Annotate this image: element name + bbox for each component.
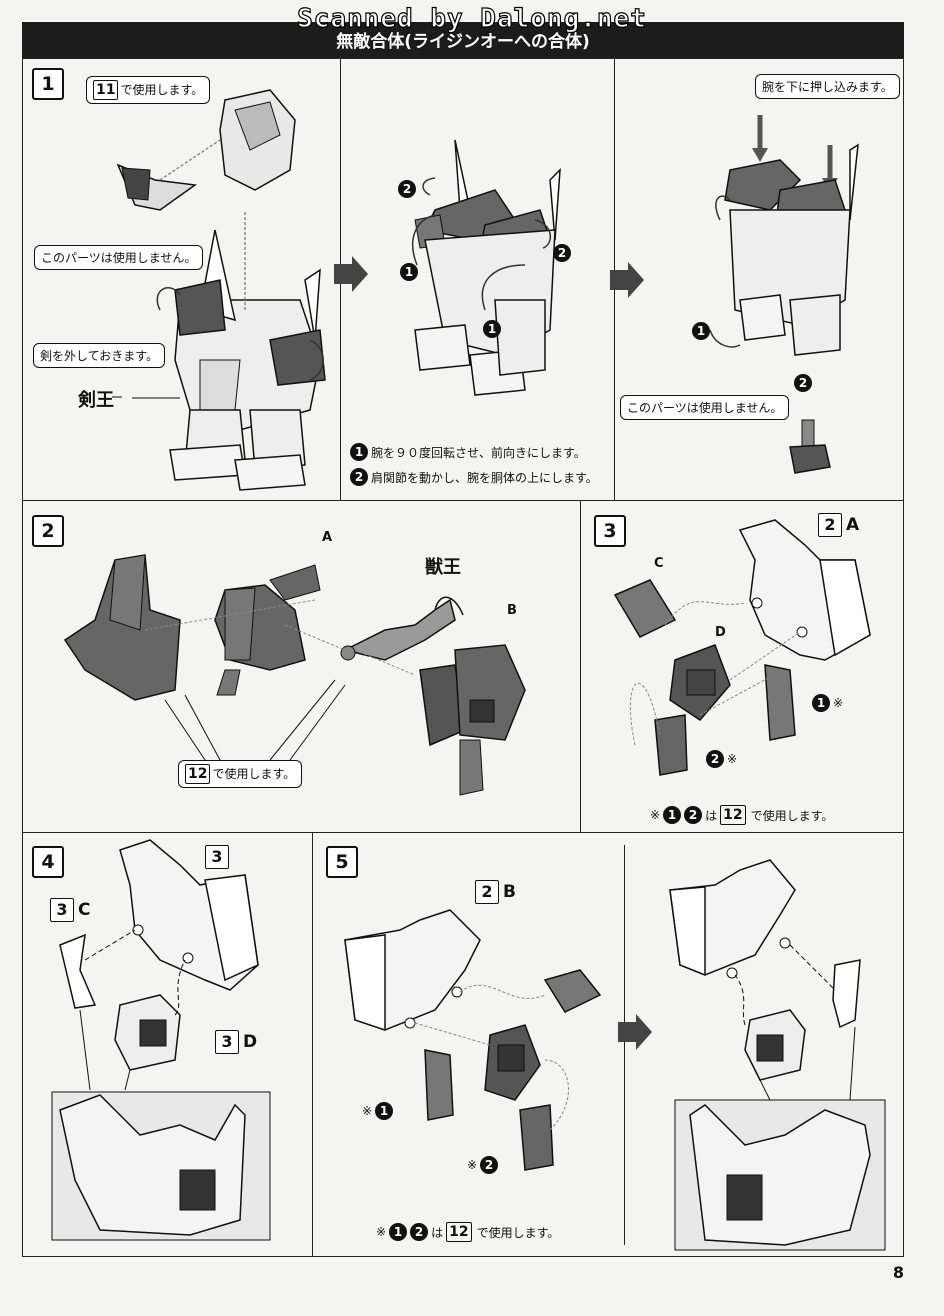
tag-number: 3 — [205, 845, 229, 869]
step-number: 3 — [594, 515, 626, 547]
watermark: Scanned by Dalong.net — [297, 3, 647, 34]
remove-sword-callout: 剣を外しておきます。 — [33, 343, 166, 368]
callout-text: で使用します。 — [212, 767, 296, 781]
step-circle-1: 1 — [663, 806, 682, 824]
step-circle-1: 1 — [812, 694, 830, 712]
instruction-note-1: 1 腕を９０度回転させ、前向きにします。 — [350, 443, 586, 461]
usage-note: ※ 1 2 は 12 で使用します。 — [650, 805, 833, 825]
arm-pushdown-illustration — [709, 115, 859, 356]
asterisk-mark: ※ — [650, 808, 661, 822]
note-particle: は — [431, 1225, 444, 1240]
tag-number: 2 — [475, 880, 499, 904]
step-circle-1: 1 — [692, 322, 710, 340]
unused-part-illustration — [789, 419, 831, 474]
note-particle: は — [705, 808, 718, 823]
step-number: 4 — [32, 846, 64, 878]
unused-part-callout: このパーツは使用しません。 — [34, 245, 204, 270]
tag-letter: C — [78, 900, 91, 920]
juuou-label: 獣王 — [425, 557, 461, 578]
tag-number: 3 — [215, 1030, 239, 1054]
chest-assembly-illustration — [51, 839, 271, 1241]
step-circle-2: 2 — [794, 374, 812, 392]
tag-number: 2 — [818, 513, 842, 537]
step-number: 2 — [32, 515, 64, 547]
divider — [580, 500, 581, 832]
chest-b-assembly-illustration — [669, 859, 886, 1251]
part-marker-1: ※1 — [362, 1102, 394, 1120]
part-marker-1: 1※ — [812, 694, 843, 712]
step-number: 5 — [326, 846, 358, 878]
part-reference-tag: 3 — [205, 845, 229, 869]
step-circle-2: 2 — [684, 806, 703, 824]
step-circle-2: 2 — [410, 1223, 429, 1241]
chest-b-parts-illustration — [344, 909, 602, 1171]
usage-note: ※ 1 2 は 12 で使用します。 — [376, 1222, 559, 1242]
note-text: で使用します。 — [750, 808, 834, 823]
part-label-d: D — [715, 625, 726, 640]
part-label-a: A — [322, 530, 333, 545]
note-text: 肩関節を動かし、腕を胴体の上にします。 — [371, 470, 598, 485]
part-marker-2: 2※ — [706, 750, 737, 768]
instruction-note-2: 2 肩関節を動かし、腕を胴体の上にします。 — [350, 468, 598, 486]
step-circle-2: 2 — [398, 180, 416, 198]
asterisk-mark: ※ — [362, 1104, 373, 1118]
kenou-robot-illustration — [112, 89, 326, 491]
part-label-c: C — [654, 556, 664, 571]
step-number: 1 — [32, 68, 64, 100]
step-circle-1: 1 — [483, 320, 501, 338]
step-arrow — [334, 256, 368, 292]
asterisk-mark: ※ — [376, 1225, 387, 1239]
page-title: 無敵合体(ライジンオーへの合体) — [22, 22, 904, 58]
tag-letter: D — [243, 1032, 258, 1052]
page-number: 8 — [892, 1263, 904, 1282]
step-circle-2: 2 — [553, 244, 571, 262]
step-arrow — [618, 1014, 652, 1050]
part-label-b: B — [507, 603, 517, 618]
step-ref-number: 12 — [720, 805, 746, 825]
arm-rotation-illustration — [412, 139, 561, 396]
step-ref-number: 12 — [185, 764, 211, 784]
instruction-frame — [22, 58, 904, 1257]
step-ref-number: 12 — [446, 1222, 472, 1242]
note-text: で使用します。 — [476, 1225, 560, 1240]
tag-number: 3 — [50, 898, 74, 922]
juuou-parts-illustration — [63, 554, 526, 796]
divider — [624, 845, 625, 1245]
tag-letter: B — [503, 882, 516, 902]
step-circle-1: 1 — [400, 263, 418, 281]
tag-letter: A — [846, 515, 860, 535]
kenou-label: 剣王 — [78, 390, 114, 411]
step-arrow — [610, 262, 644, 298]
callout-text: で使用します。 — [120, 83, 204, 97]
asterisk-mark: ※ — [467, 1158, 478, 1172]
step-circle-2: 2 — [706, 750, 724, 768]
step-circle-1: 1 — [389, 1223, 408, 1241]
step-ref-number: 11 — [93, 80, 119, 100]
step-circle-1: 1 — [375, 1102, 394, 1120]
push-arm-callout: 腕を下に押し込みます。 — [755, 74, 900, 99]
asterisk-mark: ※ — [727, 752, 738, 766]
divider — [312, 832, 313, 1257]
part-marker-2: ※2 — [467, 1156, 499, 1174]
step-circle-1: 1 — [350, 443, 368, 461]
step-circle-2: 2 — [350, 468, 368, 486]
step-circle-2: 2 — [480, 1156, 499, 1174]
note-text: 腕を９０度回転させ、前向きにします。 — [371, 445, 586, 460]
unused-part-callout: このパーツは使用しません。 — [620, 395, 790, 420]
asterisk-mark: ※ — [833, 696, 844, 710]
chest-parts-illustration — [613, 519, 871, 776]
divider — [22, 500, 904, 501]
divider — [22, 832, 904, 833]
